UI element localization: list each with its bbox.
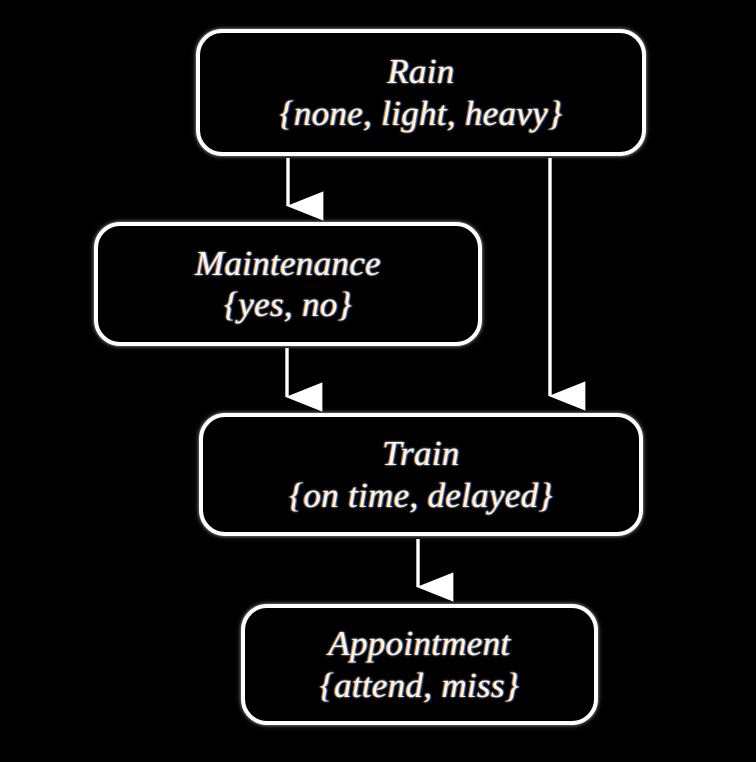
node-maintenance[interactable]: Maintenance {yes, no} [94, 222, 482, 346]
node-appointment-states: {attend, miss} [319, 665, 520, 705]
node-maintenance-states: {yes, no} [224, 285, 352, 324]
node-appointment-label: Appointment [328, 624, 511, 664]
node-rain-label: Rain [387, 52, 455, 92]
node-maintenance-label: Maintenance [194, 243, 381, 283]
node-rain-states: {none, light, heavy} [279, 93, 563, 133]
node-train[interactable]: Train {on time, delayed} [199, 413, 643, 536]
node-train-label: Train [382, 434, 460, 474]
node-train-states: {on time, delayed} [289, 475, 553, 515]
node-appointment[interactable]: Appointment {attend, miss} [241, 604, 598, 725]
node-rain[interactable]: Rain {none, light, heavy} [196, 29, 646, 156]
